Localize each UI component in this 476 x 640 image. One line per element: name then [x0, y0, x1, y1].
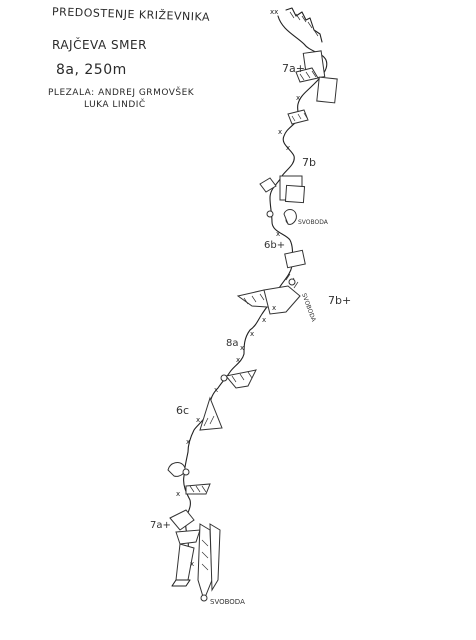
svg-text:x: x [272, 304, 276, 312]
pitch-grade-6: 6c [176, 404, 189, 417]
pitch-grade-5: 8a [226, 338, 239, 349]
climbers-line-2: LUKA LINDIČ [84, 100, 146, 110]
svg-text:x: x [250, 330, 254, 338]
svg-text:x: x [286, 144, 290, 152]
pitch-grade-2: 7b [302, 156, 316, 169]
big-roof [236, 273, 301, 315]
pitch-grade-7: 7a+ [150, 520, 171, 531]
grade-length: 8a, 250m [56, 62, 127, 78]
svg-text:x: x [186, 438, 190, 446]
svg-text:x: x [190, 560, 194, 568]
annotation-3: SVOBODA [210, 598, 245, 606]
annotations: SVOBODA SVOBODA SVOBODA [210, 219, 329, 606]
summit-rock: xx [270, 7, 323, 43]
svg-text:x: x [278, 128, 282, 136]
lower-middle-features [167, 369, 257, 495]
pitch-grades: 7a+ 7b 6b+ 7b+ 8a 6c 7a+ [150, 62, 351, 531]
route-name: RAJČEVA SMER [52, 38, 147, 52]
svg-text:x: x [214, 386, 218, 394]
annotation-2: SVOBODA [300, 292, 317, 323]
svg-text:x: x [240, 344, 244, 352]
upper-flakes [287, 50, 338, 125]
svg-text:x: x [262, 316, 266, 324]
bolt-marks: x x x x x x x x x x x x x x [176, 94, 300, 568]
climbers-line: PLEZALA: ANDREJ GRMOVŠEK [48, 88, 195, 98]
pitch-grade-4: 7b+ [328, 294, 351, 307]
pitch-grade-1: 7a+ [282, 62, 305, 75]
pitch-grade-3: 6b+ [264, 240, 285, 251]
svg-text:x: x [236, 356, 240, 364]
svg-text:x: x [196, 416, 200, 424]
svg-text:x: x [296, 94, 300, 102]
top-anchor-mark: xx [270, 8, 278, 16]
middle-flakes [259, 175, 306, 269]
annotation-1: SVOBODA [298, 219, 329, 226]
svg-text:x: x [176, 490, 180, 498]
svg-text:x: x [276, 230, 280, 238]
lower-features [169, 509, 221, 602]
